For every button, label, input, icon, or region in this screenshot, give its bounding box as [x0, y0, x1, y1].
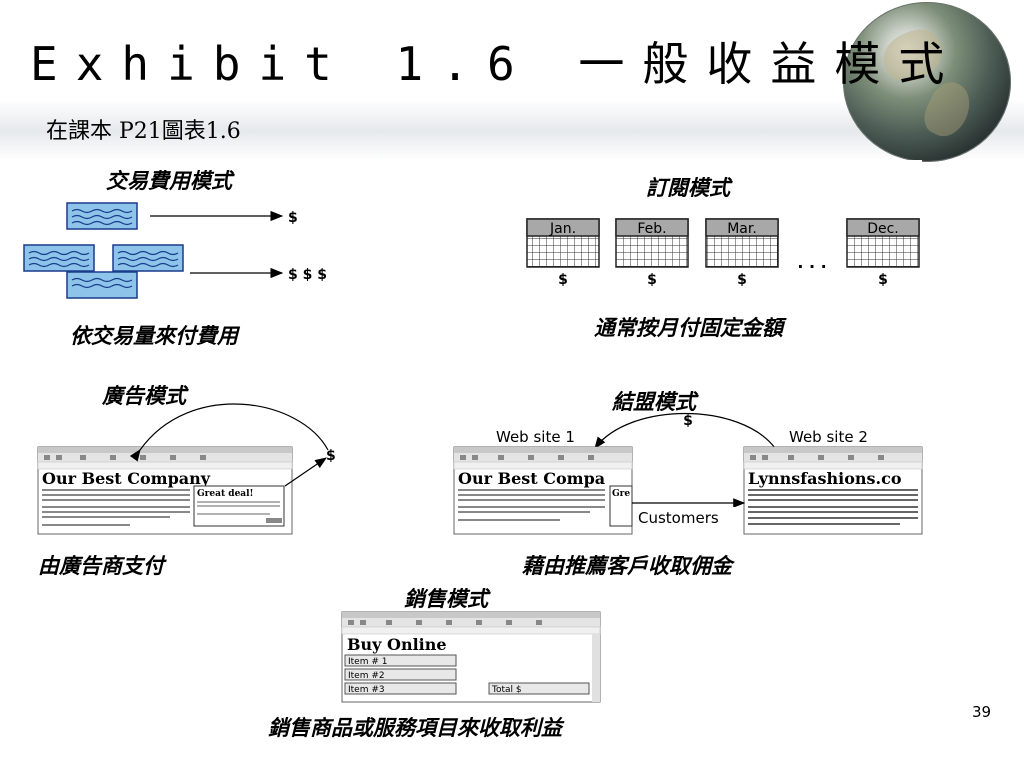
slide-title: Exhibit 1.6 一般收益模式 [30, 37, 963, 91]
calendar-month-label: Mar. [727, 221, 757, 237]
transaction-caption: 依交易量來付費用 [70, 323, 238, 348]
subscription-caption: 通常按月付固定金額 [594, 315, 783, 340]
customers-label-bg [636, 507, 742, 527]
transaction-dollar-single: $ [288, 210, 298, 226]
sales-browser: Buy Online Item # 1 Item #2 Item #3 Tota… [341, 611, 601, 703]
advertising-browser: Our Best Company Great deal! [37, 446, 293, 535]
advertising-company-title: Our Best Company [42, 469, 211, 488]
affiliate-dollar: $ [683, 413, 693, 429]
advertising-dollar: $ [326, 448, 336, 464]
affiliate-site2-label: Web site 2 [789, 428, 868, 446]
affiliate-banner-text: Gre [612, 489, 630, 499]
affiliate-site1-label: Web site 1 [496, 428, 575, 446]
calendar-dec: Dec. $ [846, 218, 920, 288]
advertising-caption: 由廣告商支付 [38, 553, 164, 578]
sales-item: Item #2 [348, 671, 385, 681]
calendar-month-label: Feb. [637, 221, 666, 237]
transaction-doc [112, 244, 184, 272]
transaction-heading: 交易費用模式 [106, 168, 232, 193]
sales-caption: 銷售商品或服務項目來收取利益 [268, 715, 562, 740]
calendar-dollar: $ [647, 272, 657, 288]
affiliate-heading: 結盟模式 [612, 389, 696, 414]
calendar-feb: Feb. $ [615, 218, 689, 288]
sales-item: Item #3 [348, 685, 385, 695]
transaction-doc [66, 271, 138, 299]
affiliate-browser-site1: Our Best Compa Gre [453, 446, 633, 535]
affiliate-company1-title: Our Best Compa [458, 469, 605, 488]
sales-store-title: Buy Online [347, 635, 447, 654]
transaction-doc [66, 202, 138, 230]
sales-heading: 銷售模式 [404, 586, 488, 611]
calendar-dollar: $ [878, 272, 888, 288]
calendar-month-label: Dec. [867, 221, 899, 237]
affiliate-browser-site2: Lynnsfashions.co [743, 446, 923, 535]
affiliate-company2-title: Lynnsfashions.co [748, 469, 902, 488]
sales-item: Item # 1 [348, 657, 387, 667]
sales-total: Total $ [491, 685, 522, 695]
calendar-dollar: $ [558, 272, 568, 288]
affiliate-customers-label: Customers [638, 509, 719, 527]
page-number: 39 [972, 703, 992, 721]
advertising-heading: 廣告模式 [102, 383, 186, 408]
affiliate-caption: 藉由推薦客戶收取佣金 [522, 553, 732, 578]
calendar-mar: Mar. $ [705, 218, 779, 288]
calendar-dollar: $ [737, 272, 747, 288]
transaction-dollar-multi: $ $ $ [288, 267, 327, 283]
advertising-arrow [129, 403, 329, 462]
transaction-doc [23, 244, 95, 272]
advertising-banner-text: Great deal! [197, 489, 254, 499]
globe-image [843, 2, 1011, 162]
advertising-arrow [284, 457, 327, 487]
calendar-jan: Jan. $ [526, 218, 600, 288]
calendar-ellipsis: . . . [797, 253, 826, 272]
subscription-heading: 訂閱模式 [646, 175, 730, 200]
calendar-month-label: Jan. [549, 221, 576, 237]
slide-subtitle: 在課本 P21圖表1.6 [46, 119, 241, 144]
affiliate-commission-arrow [594, 412, 776, 449]
